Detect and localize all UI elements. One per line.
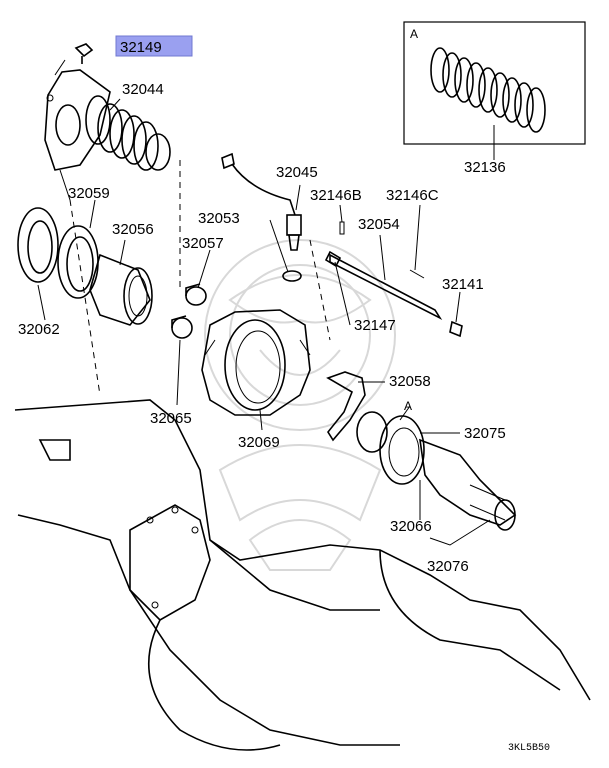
part-label-32146B[interactable]: 32146B — [310, 187, 362, 204]
figure-code: 3KL5B50 — [508, 743, 550, 754]
transfer-housing — [14, 399, 591, 751]
part-label-32057[interactable]: 32057 — [182, 235, 224, 252]
leader-lines — [37, 59, 491, 546]
part-label-32065[interactable]: 32065 — [150, 410, 192, 427]
part-label-32076[interactable]: 32076 — [427, 558, 469, 575]
watermark-emblem — [204, 239, 396, 571]
housing-32069 — [201, 309, 311, 416]
part-label-32069[interactable]: 32069 — [238, 434, 280, 451]
inset-ref-label: A — [410, 27, 418, 41]
inset-box-a: A — [403, 21, 586, 160]
part-label-32075[interactable]: 32075 — [464, 425, 506, 442]
part-label-32059[interactable]: 32059 — [68, 185, 110, 202]
bushing-32057 — [185, 283, 207, 306]
part-label-32062[interactable]: 32062 — [18, 321, 60, 338]
parts-32149-32044 — [44, 43, 171, 201]
part-label-32066[interactable]: 32066 — [390, 518, 432, 535]
part-label-32136[interactable]: 32136 — [464, 159, 506, 176]
shaft-assembly — [356, 411, 517, 531]
part-label-32044[interactable]: 32044 — [122, 81, 164, 98]
part-label-32058[interactable]: 32058 — [389, 373, 431, 390]
part-label-32056[interactable]: 32056 — [112, 221, 154, 238]
part-label-32054[interactable]: 32054 — [358, 216, 400, 233]
part-label-32146C[interactable]: 32146C — [386, 187, 439, 204]
part-label-32147[interactable]: 32147 — [354, 317, 396, 334]
spring-coil — [430, 47, 546, 133]
part-label-32141[interactable]: 32141 — [442, 276, 484, 293]
part-label-32045[interactable]: 32045 — [276, 164, 318, 181]
fork-32058 — [326, 371, 366, 442]
bushing-32065 — [171, 315, 193, 339]
switch-32045 — [221, 152, 302, 282]
gear-32044 — [85, 95, 171, 171]
highlight-box-32149 — [115, 35, 193, 57]
part-label-32149[interactable]: 32149 — [120, 39, 162, 56]
callout-ref-label: A — [404, 399, 412, 413]
part-label-32053[interactable]: 32053 — [198, 210, 240, 227]
parts-32062-32059-32056 — [17, 207, 153, 326]
